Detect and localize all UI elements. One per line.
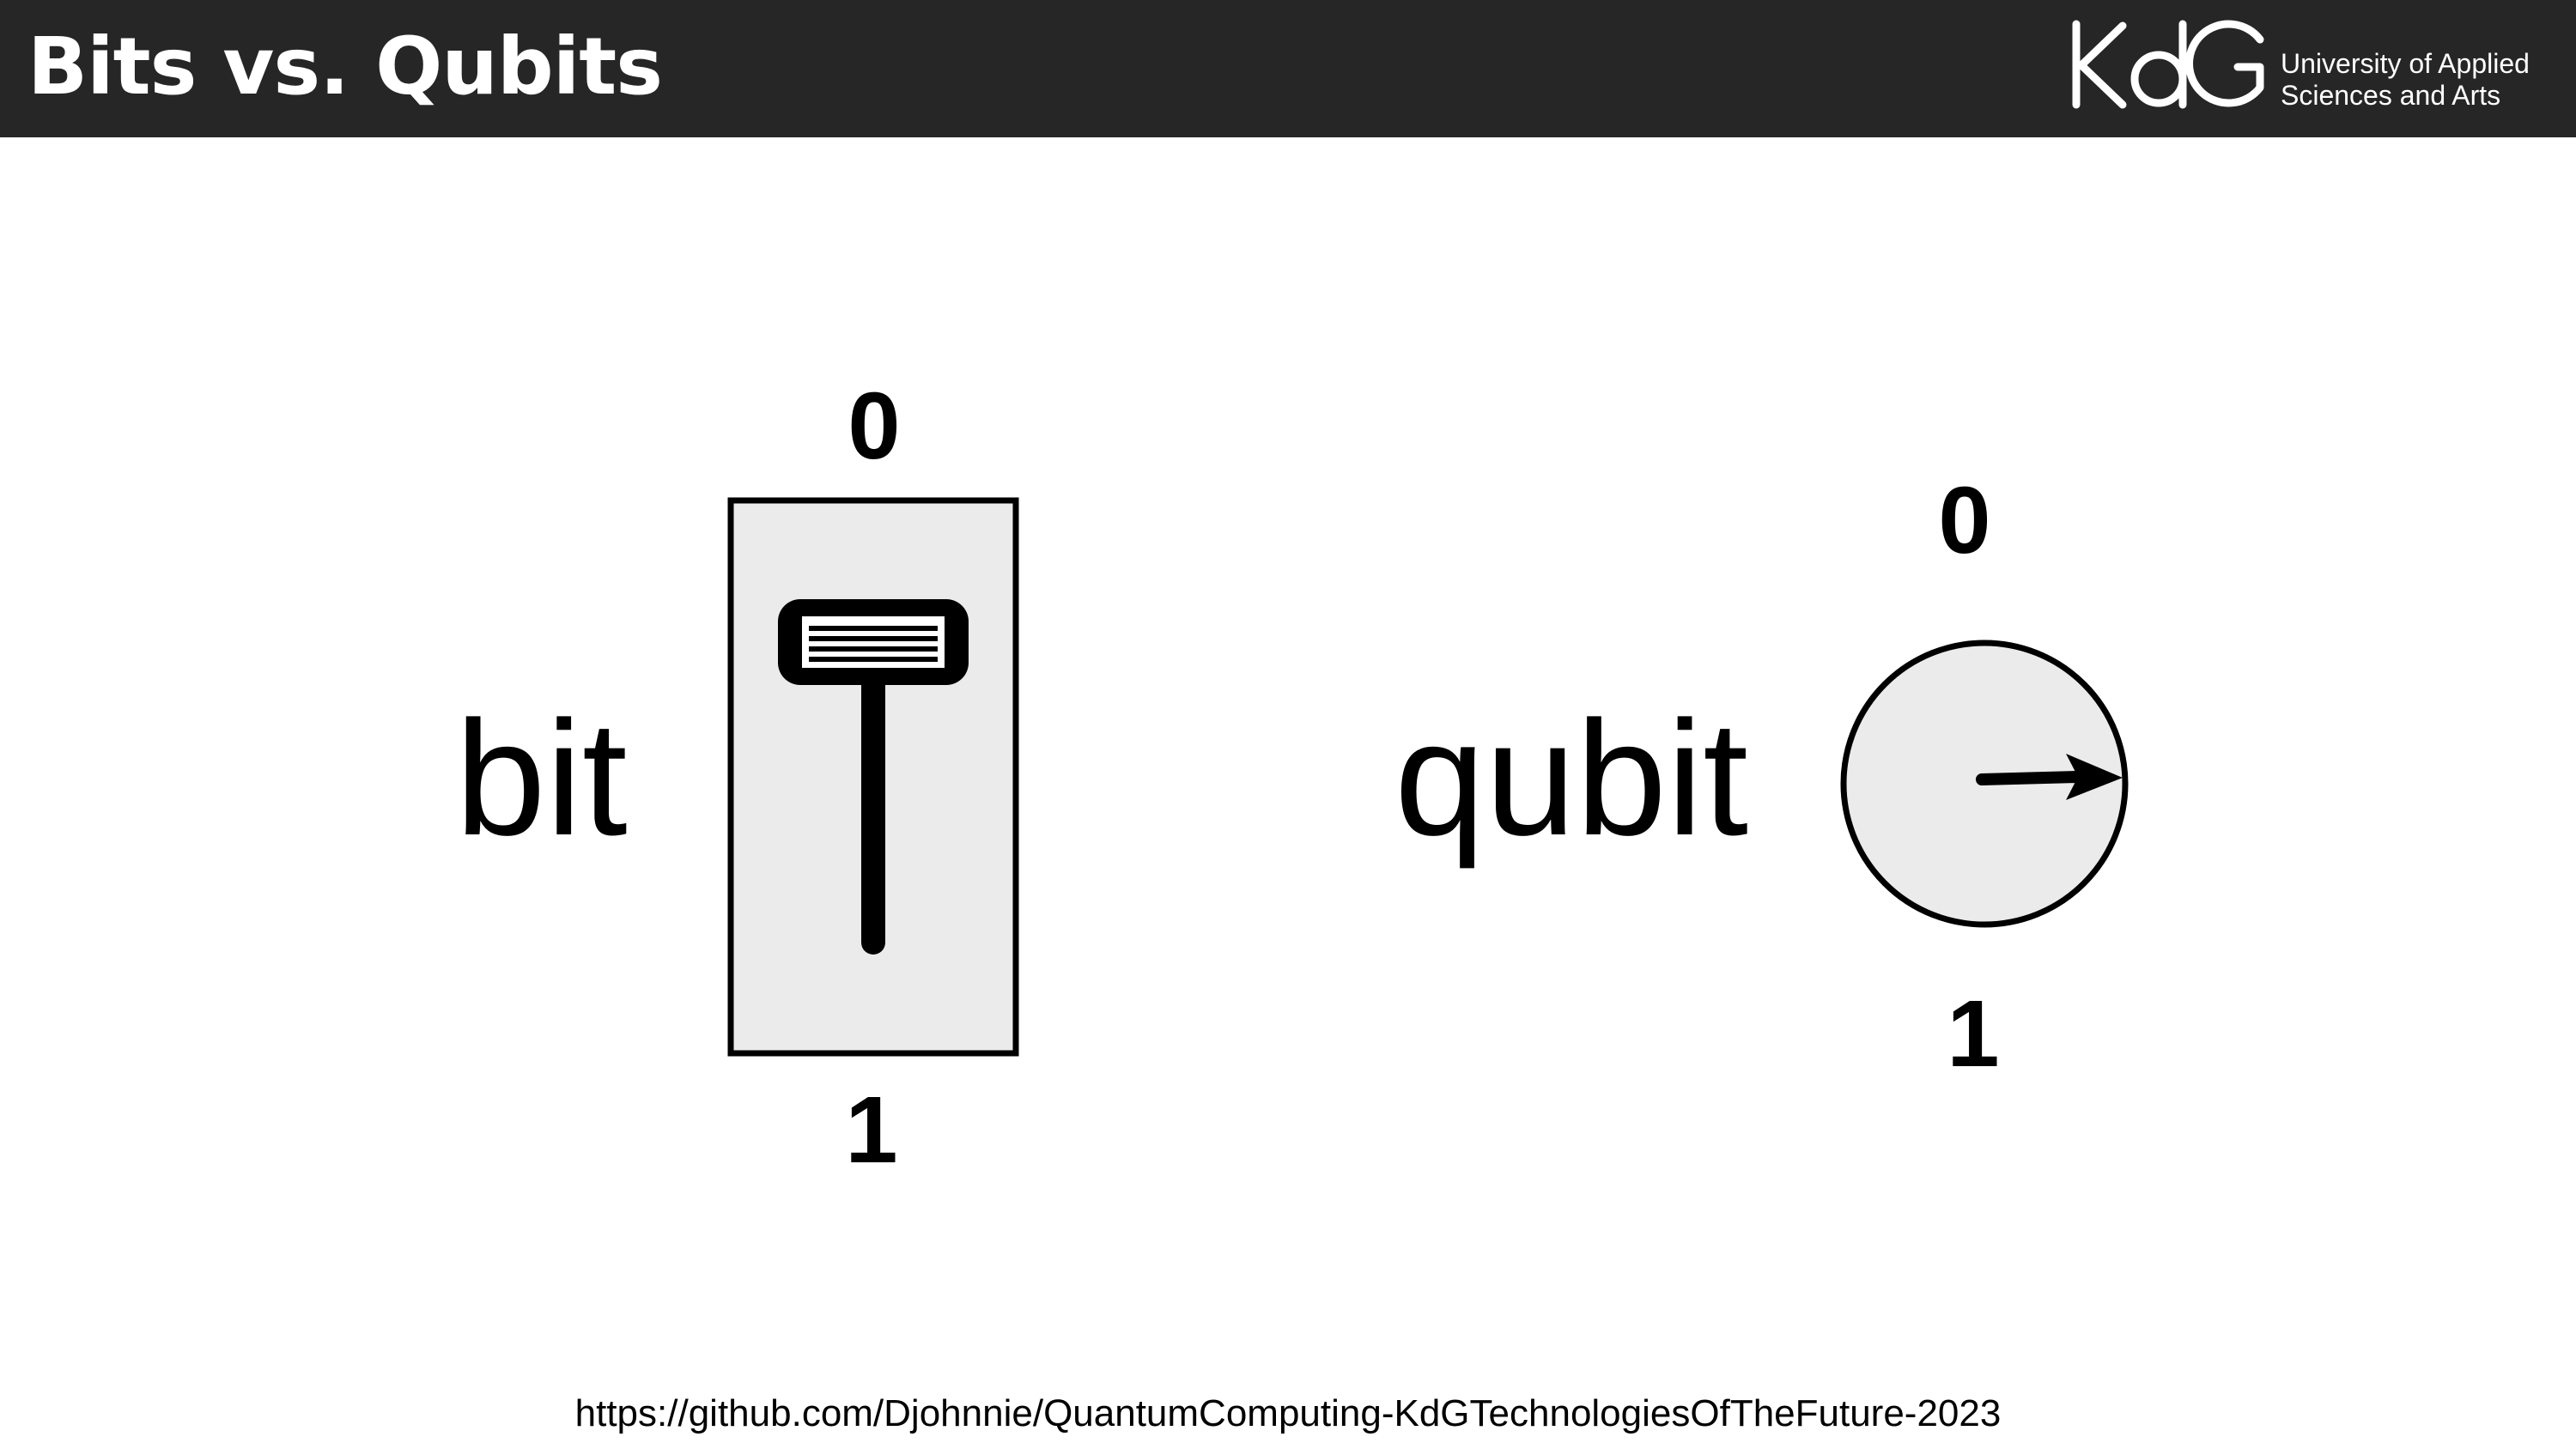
dial-arrow-shaft — [1976, 771, 2084, 785]
dial-arrow-icon — [1840, 640, 2129, 928]
qubit-state-1-label: 1 — [1947, 981, 2000, 1087]
bit-state-0-label: 0 — [848, 373, 901, 479]
kdg-logo: University of Applied Sciences and Arts — [2069, 17, 2550, 120]
logo-text: University of Applied Sciences and Arts — [2281, 48, 2550, 112]
qubit-state-0-label: 0 — [1938, 468, 1991, 573]
dial-arrow-head — [2066, 754, 2123, 800]
lever-switch-icon — [727, 497, 1019, 1057]
kdg-logo-mark — [2072, 20, 2264, 109]
bit-state-1-label: 1 — [845, 1077, 898, 1183]
source-link[interactable]: https://github.com/Djohnnie/QuantumCompu… — [574, 1392, 2002, 1434]
logo-text-line-2: Sciences and Arts — [2281, 80, 2501, 111]
qubit-label: qubit — [1394, 688, 1749, 870]
slide-title: Bits vs. Qubits — [27, 21, 663, 112]
logo-text-line-1: University of Applied — [2281, 48, 2530, 79]
bit-label: bit — [455, 688, 628, 870]
header-bar: Bits vs. Qubits University of Applied Sc… — [0, 0, 2576, 137]
